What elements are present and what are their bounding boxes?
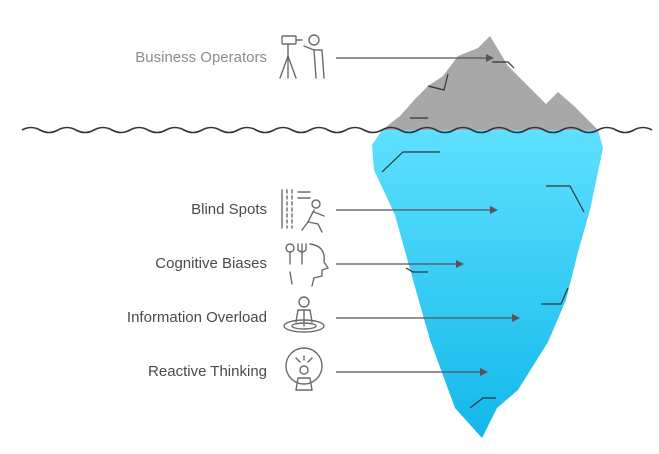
person-in-hole-icon [283, 296, 325, 333]
walking-person-icon [281, 189, 325, 233]
stressed-person-icon [285, 347, 323, 391]
label-cognitive-biases: Cognitive Biases [155, 255, 267, 272]
iceberg-tip [382, 36, 598, 130]
label-business-operators: Business Operators [135, 49, 267, 66]
iceberg-underwater [372, 130, 603, 438]
label-information-overload: Information Overload [126, 309, 267, 326]
label-blind-spots: Blind Spots [191, 201, 267, 218]
connector-arrows [336, 54, 520, 376]
photographer-icon [279, 34, 325, 79]
head-with-forks-icon [285, 243, 330, 287]
waterline [21, 126, 653, 134]
ice-cracks [381, 151, 585, 409]
label-reactive-thinking: Reactive Thinking [148, 363, 267, 380]
rock-cracks [410, 61, 515, 119]
